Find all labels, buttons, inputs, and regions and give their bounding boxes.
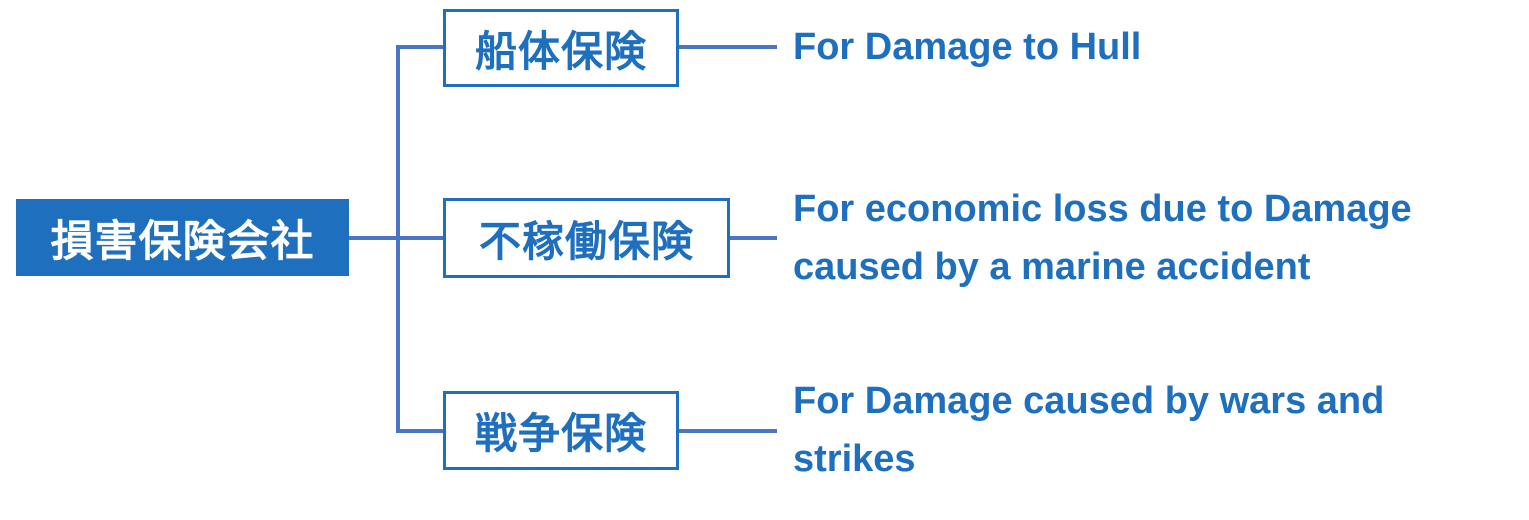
description-hull: For Damage to Hull <box>793 18 1513 76</box>
description-line: strikes <box>793 438 916 480</box>
description-line: caused by a marine accident <box>793 246 1311 288</box>
description-line: For economic loss due to Damage <box>793 188 1412 230</box>
description-line: For Damage to Hull <box>793 26 1142 68</box>
root-node-insurance-company: 損害保険会社 <box>16 199 349 276</box>
branch-node-war-insurance: 戦争保険 <box>443 391 679 470</box>
description-line: For Damage caused by wars and <box>793 380 1385 422</box>
description-non-operation: For economic loss due to Damage caused b… <box>793 180 1513 296</box>
branch-node-label: 船体保険 <box>474 26 647 76</box>
branch-node-non-operation-insurance: 不稼働保険 <box>443 198 730 278</box>
branch-node-label: 戦争保険 <box>474 409 647 458</box>
root-node-label: 損害保険会社 <box>50 216 315 267</box>
branch-node-hull-insurance: 船体保険 <box>443 9 679 87</box>
description-war: For Damage caused by wars and strikes <box>793 372 1513 488</box>
branch-node-label: 不稼働保険 <box>478 216 694 266</box>
